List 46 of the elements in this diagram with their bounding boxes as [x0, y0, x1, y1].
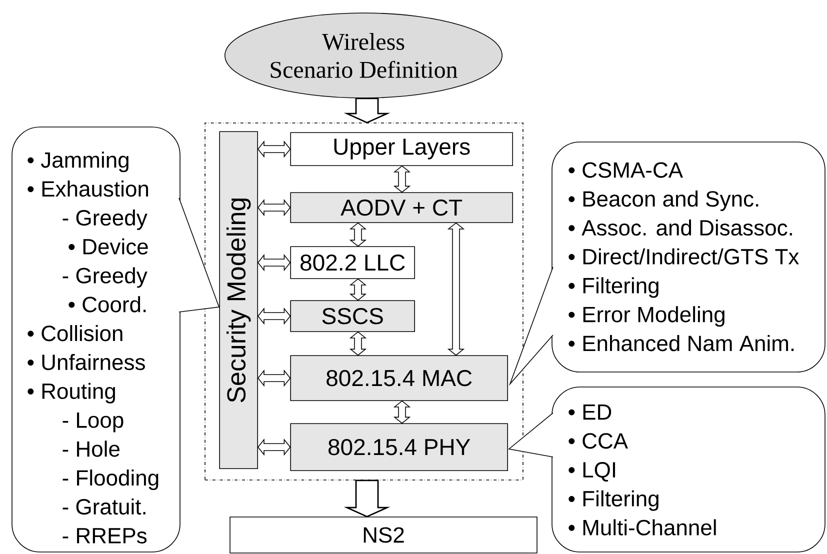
list-item: • Exhaustion [28, 180, 148, 197]
layer-box: Upper Layers [290, 132, 513, 166]
list-item: • CCA [568, 433, 628, 449]
list-item: • Coord. [68, 296, 146, 312]
list-item: - Greedy [62, 209, 148, 230]
list-item: • Assoc. and Disassoc. [568, 219, 792, 236]
list-item: • Collision [28, 325, 122, 342]
platform-box: NS2 [230, 516, 538, 554]
hollow-arrow [258, 369, 291, 387]
module-bar: Security Modeling [219, 131, 258, 469]
layer-box: 802.2 LLC [290, 246, 415, 279]
list-item: • Error Modeling [568, 306, 724, 327]
list-item: - Greedy [62, 267, 148, 288]
callout-bubble [508, 142, 826, 386]
list-item: • Beacon and Sync. [568, 190, 758, 212]
dashed-frame [204, 122, 524, 480]
list-item: • Filtering [568, 277, 658, 298]
hollow-arrow [258, 140, 291, 158]
list-item: - Gratuit. [62, 498, 146, 515]
layer-box: 802.15.4 MAC [290, 355, 508, 401]
list-item: - Flooding [62, 470, 158, 490]
hollow-arrow [258, 254, 291, 272]
list-item: • Device [68, 238, 148, 255]
list-item: • Direct/Indirect/GTS Tx [568, 248, 799, 265]
list-item: • Jamming [28, 152, 128, 172]
hollow-arrow [258, 198, 291, 216]
list-item: • Filtering [568, 490, 658, 511]
callout-bubble [12, 126, 220, 552]
hollow-arrow [344, 98, 390, 124]
list-item: - Hole [62, 440, 120, 457]
callout-bubble [508, 386, 826, 552]
list-item: • Routing [28, 382, 115, 404]
list-item: • CSMA-CA [568, 162, 683, 178]
list-item: • ED [568, 404, 612, 420]
list-item: - Loop [62, 412, 124, 432]
layer-box: AODV + CT [290, 192, 513, 223]
list-item: • Enhanced Nam Anim. [568, 335, 794, 352]
hollow-arrow [258, 438, 291, 456]
list-item: • LQI [568, 462, 616, 482]
hollow-arrow [258, 307, 291, 325]
list-item: • Multi-Channel [568, 519, 716, 536]
layer-box: 802.15.4 PHY [290, 423, 508, 471]
list-item: - RREPs [62, 528, 147, 544]
list-item: • Unfairness [28, 354, 145, 370]
hollow-arrow [344, 480, 390, 518]
layer-box: SSCS [290, 300, 415, 332]
